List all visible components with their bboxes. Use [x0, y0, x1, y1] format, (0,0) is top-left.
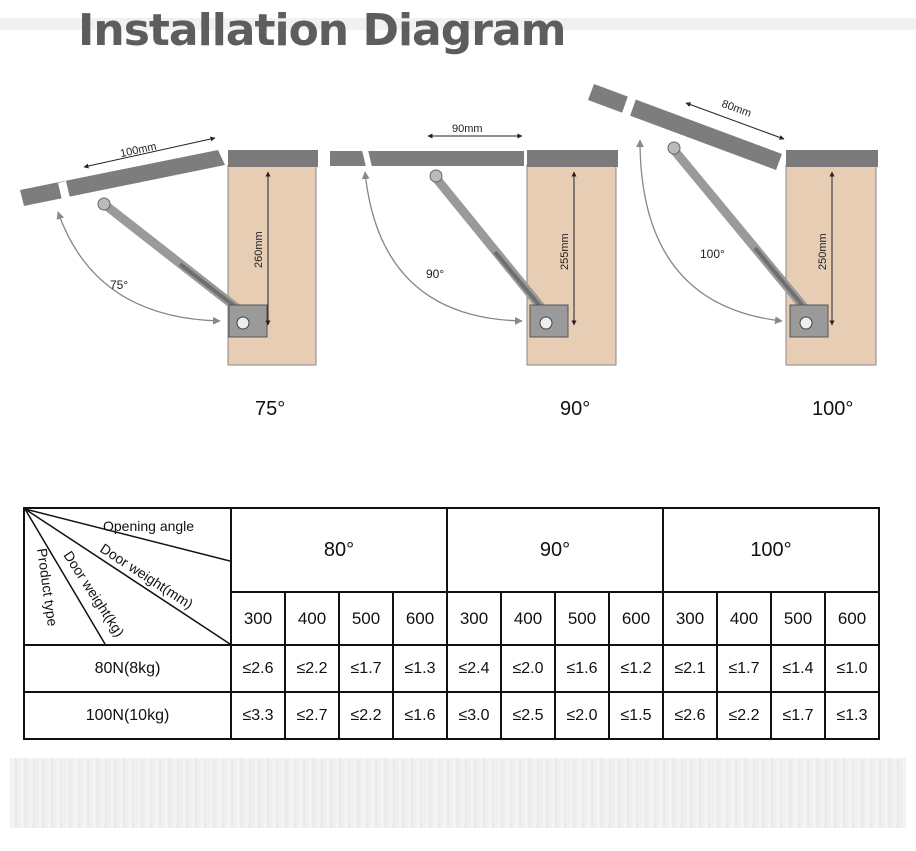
door-gap-2 — [362, 150, 372, 167]
strut-pivot-1 — [97, 197, 111, 211]
diagram-100: 80mm 250mm 100° — [588, 84, 878, 366]
width-header: 300 — [446, 591, 502, 646]
value-cell: ≤1.0 — [824, 644, 880, 693]
angle-arc-1 — [56, 211, 221, 325]
strut-pivot-2 — [429, 169, 443, 183]
value-cell: ≤3.3 — [230, 691, 286, 740]
table-row: 80N(8kg) ≤2.6 ≤2.2 ≤1.7 ≤1.3 ≤2.4 ≤2.0 ≤… — [23, 644, 880, 693]
caption-90: 90° — [560, 398, 591, 420]
value-cell: ≤1.7 — [338, 644, 394, 693]
value-cell: ≤1.3 — [392, 644, 448, 693]
top-dim-label-2: 90mm — [452, 123, 483, 135]
door-panel-2 — [330, 151, 524, 166]
door-gap-3 — [622, 96, 636, 116]
value-cell: ≤2.6 — [662, 691, 718, 740]
value-cell: ≤2.0 — [554, 691, 610, 740]
cabinet-top-3 — [786, 150, 878, 167]
value-cell: ≤2.0 — [500, 644, 556, 693]
width-header: 500 — [770, 591, 826, 646]
mount-bolt-2 — [539, 316, 553, 330]
value-cell: ≤2.1 — [662, 644, 718, 693]
width-header: 400 — [500, 591, 556, 646]
product-type-cell: 100N(10kg) — [23, 691, 232, 740]
mount-bolt-3 — [799, 316, 813, 330]
diagram-75: 100mm 260mm 75° — [20, 136, 318, 366]
installation-diagrams: 100mm 260mm 75° 90mm 255mm 90° 80mm — [20, 84, 878, 366]
corner-diagonals: Opening angle Door weight(mm) Door weigh… — [25, 509, 230, 644]
spec-table-wrap: Opening angle Door weight(mm) Door weigh… — [23, 507, 880, 740]
width-header-row: 300 400 500 600 300 400 500 600 300 400 … — [24, 591, 880, 646]
angle-arc-3 — [636, 139, 783, 325]
spec-table: Opening angle Door weight(mm) Door weigh… — [23, 507, 880, 740]
angle-header-90: 90° — [446, 507, 664, 593]
top-dim-line-3 — [685, 102, 785, 140]
corner-product-type: Product type — [34, 547, 61, 627]
page-title: Installation Diagram — [78, 5, 566, 56]
value-cell: ≤1.6 — [392, 691, 448, 740]
top-dim-label-3: 80mm — [720, 98, 753, 120]
table-row: 100N(10kg) ≤3.3 ≤2.7 ≤2.2 ≤1.6 ≤3.0 ≤2.5… — [23, 691, 880, 740]
angle-label-3: 100° — [700, 247, 725, 261]
corner-opening-angle: Opening angle — [103, 518, 194, 534]
cabinet-top-2 — [527, 150, 618, 167]
mount-plate-3 — [789, 304, 829, 338]
bottom-strip — [10, 758, 906, 828]
door-gap-1 — [58, 181, 70, 200]
angle-label-2: 90° — [426, 267, 444, 281]
angle-header-80: 80° — [230, 507, 448, 593]
strut-pivot-3 — [667, 141, 681, 155]
value-cell: ≤1.7 — [716, 644, 772, 693]
side-dim-label-2: 255mm — [559, 233, 571, 270]
value-cell: ≤1.6 — [554, 644, 610, 693]
angle-header-row: Opening angle Door weight(mm) Door weigh… — [23, 507, 880, 646]
caption-100: 100° — [812, 398, 854, 420]
title-strip — [0, 18, 916, 30]
side-dim-label-1: 260mm — [253, 231, 265, 268]
angle-label-1: 75° — [110, 278, 128, 292]
angle-header-100: 100° — [662, 507, 880, 593]
value-cell: ≤2.7 — [284, 691, 340, 740]
width-header: 600 — [392, 591, 448, 646]
width-header: 400 — [716, 591, 772, 646]
value-cell: ≤1.4 — [770, 644, 826, 693]
width-header: 600 — [608, 591, 664, 646]
value-cell: ≤1.3 — [824, 691, 880, 740]
value-cell: ≤2.6 — [230, 644, 286, 693]
cabinet-top-1 — [228, 150, 318, 167]
top-dim-line-1 — [83, 136, 216, 169]
table-corner-header: Opening angle Door weight(mm) Door weigh… — [23, 507, 232, 646]
width-header: 400 — [284, 591, 340, 646]
angle-arc-2 — [361, 171, 523, 325]
product-type-cell: 80N(8kg) — [23, 644, 232, 693]
mount-bolt-1 — [236, 316, 250, 330]
value-cell: ≤3.0 — [446, 691, 502, 740]
value-cell: ≤2.2 — [338, 691, 394, 740]
side-dim-label-3: 250mm — [817, 233, 829, 270]
value-cell: ≤2.2 — [284, 644, 340, 693]
value-cell: ≤2.5 — [500, 691, 556, 740]
value-cell: ≤1.5 — [608, 691, 664, 740]
corner-door-weight-mm: Door weight(mm) — [97, 540, 196, 612]
width-header: 300 — [230, 591, 286, 646]
width-header: 500 — [554, 591, 610, 646]
value-cell: ≤1.7 — [770, 691, 826, 740]
value-cell: ≤1.2 — [608, 644, 664, 693]
top-dim-label-1: 100mm — [119, 141, 157, 160]
width-header: 300 — [662, 591, 718, 646]
caption-75: 75° — [255, 398, 286, 420]
value-cell: ≤2.4 — [446, 644, 502, 693]
width-header: 500 — [338, 591, 394, 646]
diagram-90: 90mm 255mm 90° — [330, 123, 618, 366]
value-cell: ≤2.2 — [716, 691, 772, 740]
width-header: 600 — [824, 591, 880, 646]
